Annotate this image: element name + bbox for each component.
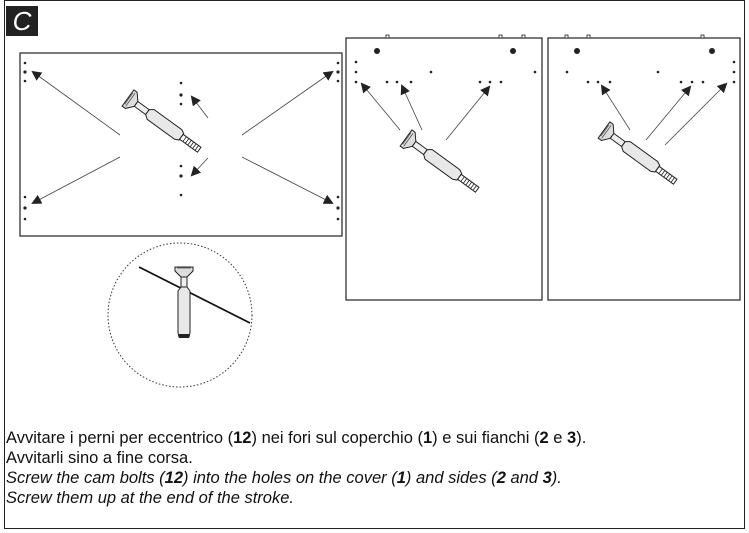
assembly-diagram <box>19 34 741 388</box>
instruction-it-line-1: Avvitare i perni per eccentrico (12) nei… <box>6 429 587 447</box>
side-panel-3 <box>547 34 741 301</box>
instruction-it-line-2: Avvitarli sino a fine corsa. <box>6 449 193 467</box>
step-badge: C <box>6 6 38 36</box>
detail-inset <box>107 242 253 388</box>
cam-bolt-icon <box>174 266 194 338</box>
instruction-en-line-2: Screw them up at the end of the stroke. <box>6 489 294 507</box>
instruction-en-line-1: Screw the cam bolts (12) into the holes … <box>6 469 562 487</box>
side-panel-2 <box>345 34 543 301</box>
cover-panel <box>19 52 343 237</box>
instruction-frame <box>4 0 745 529</box>
instruction-text: Avvitare i perni per eccentrico (12) nei… <box>6 428 742 508</box>
